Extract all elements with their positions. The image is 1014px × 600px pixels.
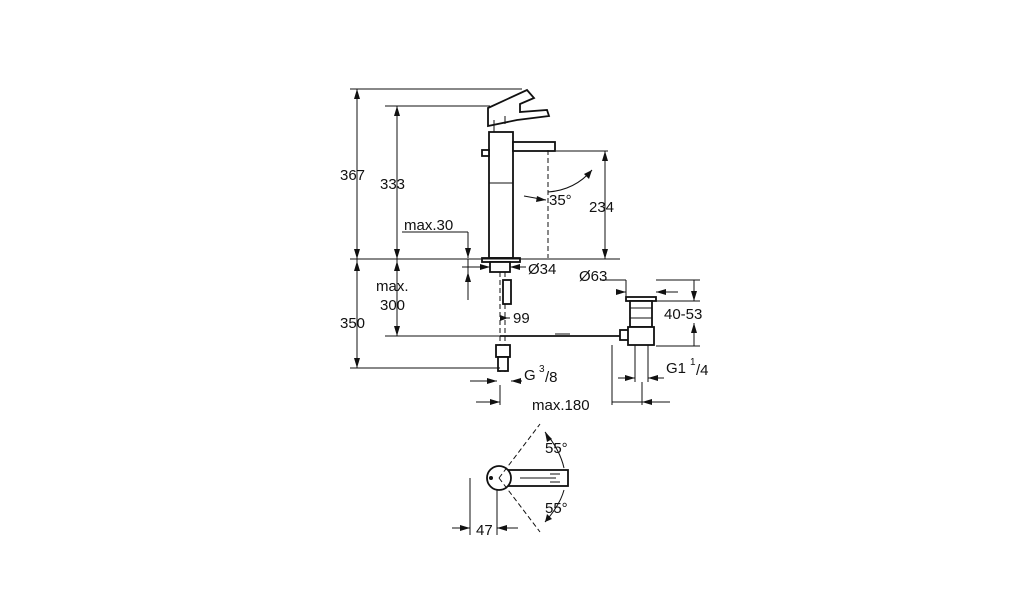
dim-333: 333 — [380, 176, 405, 193]
drain-assembly — [619, 296, 657, 382]
dim-350: 350 — [340, 315, 365, 332]
dim-367: 367 — [340, 167, 365, 184]
dim-angle-55-top: 55° — [545, 440, 568, 457]
svg-text:/4: /4 — [696, 362, 709, 379]
faucet-side-view — [481, 88, 620, 372]
dim-thread-g38: G 3 /8 — [524, 364, 558, 386]
dim-thread-g114: G1 1 /4 — [666, 357, 709, 379]
svg-text:1: 1 — [690, 357, 696, 368]
dimension-lines — [354, 89, 697, 531]
dim-max-30: max.30 — [404, 217, 453, 234]
svg-text:/8: /8 — [545, 369, 558, 386]
dim-max-word: max. — [376, 278, 409, 295]
lever-handle — [487, 88, 551, 128]
dim-angle-55-bottom: 55° — [545, 500, 568, 517]
svg-text:3: 3 — [539, 364, 545, 375]
faucet-top-view — [486, 423, 569, 533]
extension-lines — [350, 88, 700, 535]
dimension-labels: 367 333 35° 234 max.30 Ø34 Ø63 max. 300 … — [340, 167, 709, 539]
dim-40-53: 40-53 — [664, 306, 702, 323]
dim-300: 300 — [380, 297, 405, 314]
dim-diameter-34: Ø34 — [528, 261, 556, 278]
svg-text:G: G — [524, 367, 536, 384]
dim-diameter-63: Ø63 — [579, 268, 607, 285]
dim-234: 234 — [589, 199, 614, 216]
dim-max-180: max.180 — [532, 397, 590, 414]
svg-text:G1: G1 — [666, 360, 686, 377]
faucet-body — [488, 131, 514, 259]
dim-99: 99 — [513, 310, 530, 327]
dim-47: 47 — [476, 522, 493, 539]
dim-angle-35: 35° — [549, 192, 572, 209]
spout — [512, 141, 556, 152]
